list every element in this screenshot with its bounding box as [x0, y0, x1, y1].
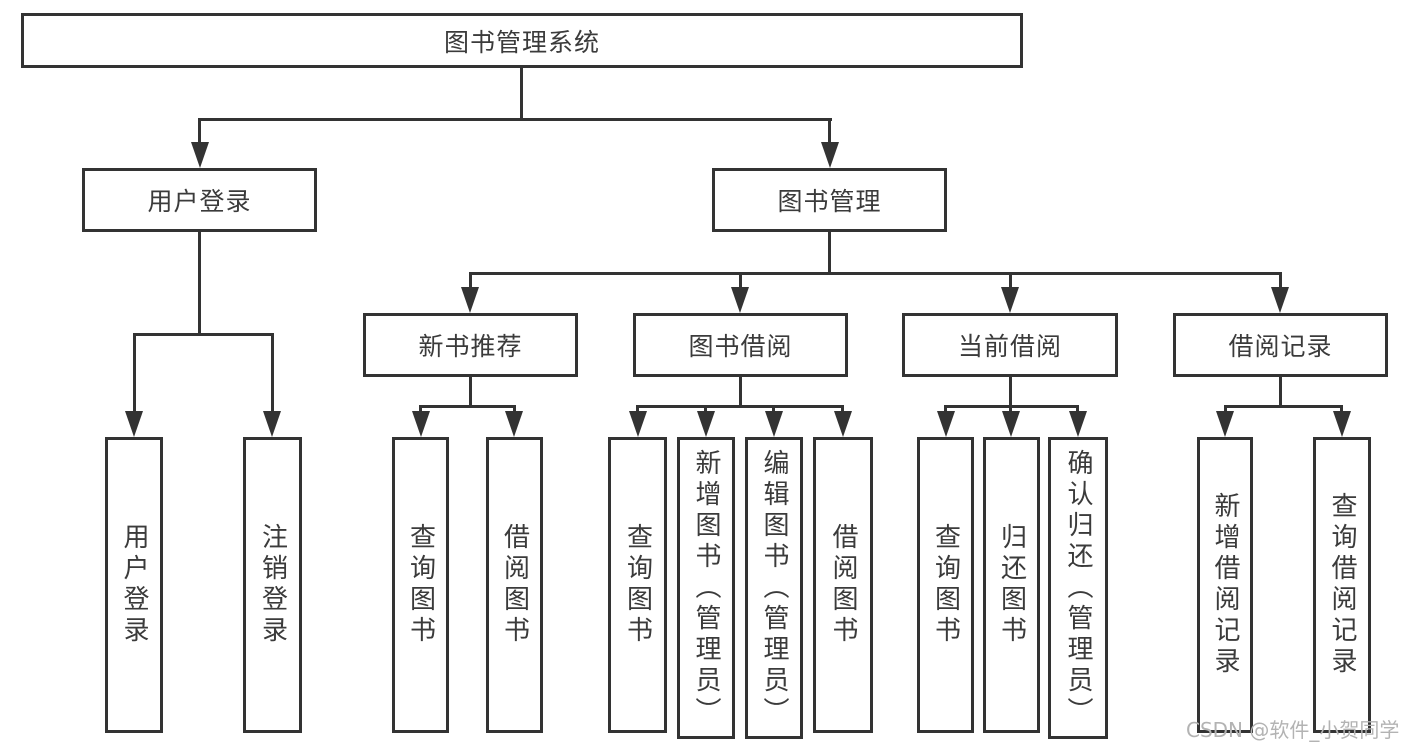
arrow-down-icon — [1271, 287, 1289, 313]
csdn-watermark: CSDN @软件_小贺同学 — [1186, 718, 1400, 742]
connector-leaf-drop — [1340, 405, 1343, 415]
leaf-borrow-edit-books-admin: 编辑图书（管理员） — [745, 437, 803, 739]
node-label: 确认归还（管理员） — [1063, 448, 1093, 728]
arrow-down-icon — [412, 411, 430, 437]
node-book-borrow: 图书借阅 — [633, 313, 848, 377]
connector-leaf-drop — [636, 405, 639, 415]
node-label: 用户登录 — [119, 523, 149, 647]
connector-leaf-drop — [944, 405, 947, 415]
leaf-newbooks-query-books: 查询图书 — [392, 437, 449, 733]
node-borrow-records: 借阅记录 — [1173, 313, 1388, 377]
node-label: 查询借阅记录 — [1327, 492, 1357, 678]
arrow-down-icon — [125, 411, 143, 437]
connector-leaf-drop — [1224, 405, 1227, 415]
node-label: 编辑图书（管理员） — [759, 448, 789, 728]
connector-level2-hline — [199, 118, 832, 121]
leaf-current-confirm-return-admin: 确认归还（管理员） — [1048, 437, 1108, 739]
node-new-books: 新书推荐 — [363, 313, 578, 377]
arrow-down-icon — [765, 411, 783, 437]
arrow-down-icon — [1333, 411, 1351, 437]
node-label: 用户登录 — [147, 187, 252, 216]
arrow-down-icon — [1002, 411, 1020, 437]
leaf-borrow-borrow-books: 借阅图书 — [813, 437, 873, 733]
node-label: 借阅记录 — [1228, 332, 1333, 361]
connector-leaf-drop — [1076, 405, 1079, 415]
leaf-current-return-books: 归还图书 — [983, 437, 1040, 733]
node-label: 借阅图书 — [499, 523, 530, 647]
connector-user-login-drop — [198, 118, 201, 146]
connector-leaf-drop — [419, 405, 422, 415]
connector-leaf-drop — [513, 405, 516, 415]
leaf-borrow-add-books-admin: 新增图书（管理员） — [677, 437, 735, 739]
leaf-records-query-record: 查询借阅记录 — [1313, 437, 1371, 733]
arrow-down-icon — [1216, 411, 1234, 437]
node-label: 新增图书（管理员） — [691, 448, 721, 728]
connector-book-mgmt-drop — [828, 118, 831, 146]
node-book-mgmt: 图书管理 — [712, 168, 947, 232]
arrow-down-icon — [731, 287, 749, 313]
connector-leaf-drop — [772, 405, 775, 415]
connector-level3-drop — [1009, 272, 1012, 290]
connector-borrow-records-hline — [1224, 405, 1343, 408]
arrow-down-icon — [1001, 287, 1019, 313]
connector-leaf-drop — [133, 333, 136, 413]
node-label: 注销登录 — [257, 523, 288, 647]
arrow-down-icon — [505, 411, 523, 437]
leaf-logout-login: 注销登录 — [243, 437, 302, 733]
connector-book-borrow-hline — [636, 405, 844, 408]
connector-leaf-drop — [1009, 405, 1012, 415]
connector-book-mgmt-stem — [828, 232, 831, 275]
node-current-borrow: 当前借阅 — [902, 313, 1118, 377]
arrow-down-icon — [461, 287, 479, 313]
connector-root-stem — [520, 68, 523, 121]
node-label: 归还图书 — [996, 523, 1027, 647]
connector-level3-drop — [739, 272, 742, 290]
node-label: 图书借阅 — [688, 332, 793, 361]
connector-book-borrow-stem — [739, 377, 742, 407]
node-label: 图书管理 — [777, 187, 882, 216]
arrow-down-icon — [937, 411, 955, 437]
connector-level3-hline — [469, 272, 1281, 275]
connector-current-borrow-stem — [1009, 377, 1012, 407]
connector-leaf-drop — [841, 405, 844, 415]
arrow-down-icon — [834, 411, 852, 437]
node-label: 当前借阅 — [957, 332, 1062, 361]
connector-borrow-records-stem — [1279, 377, 1282, 407]
connector-new-books-hline — [419, 405, 516, 408]
node-user-login: 用户登录 — [82, 168, 317, 232]
connector-user-leaves-hline — [133, 333, 274, 336]
node-label: 查询图书 — [405, 523, 436, 647]
connector-new-books-stem — [469, 377, 472, 407]
node-label: 查询图书 — [930, 523, 961, 647]
arrow-down-icon — [821, 142, 839, 168]
node-label: 新书推荐 — [418, 332, 523, 361]
leaf-user-login: 用户登录 — [105, 437, 163, 733]
leaf-borrow-query-books: 查询图书 — [608, 437, 667, 733]
node-label: 新增借阅记录 — [1210, 492, 1240, 678]
arrow-down-icon — [629, 411, 647, 437]
node-label: 借阅图书 — [828, 523, 858, 647]
leaf-current-query-books: 查询图书 — [917, 437, 974, 733]
arrow-down-icon — [1069, 411, 1087, 437]
connector-level3-drop — [1279, 272, 1282, 290]
connector-user-login-stem — [198, 232, 201, 336]
node-library-system: 图书管理系统 — [21, 13, 1023, 68]
node-label: 图书管理系统 — [443, 27, 600, 57]
connector-level3-drop — [469, 272, 472, 290]
arrow-down-icon — [697, 411, 715, 437]
leaf-records-add-record: 新增借阅记录 — [1197, 437, 1253, 733]
connector-leaf-drop — [271, 333, 274, 413]
arrow-down-icon — [191, 142, 209, 168]
node-label: 查询图书 — [622, 523, 653, 647]
leaf-newbooks-borrow-books: 借阅图书 — [486, 437, 543, 733]
arrow-down-icon — [263, 411, 281, 437]
connector-leaf-drop — [704, 405, 707, 415]
